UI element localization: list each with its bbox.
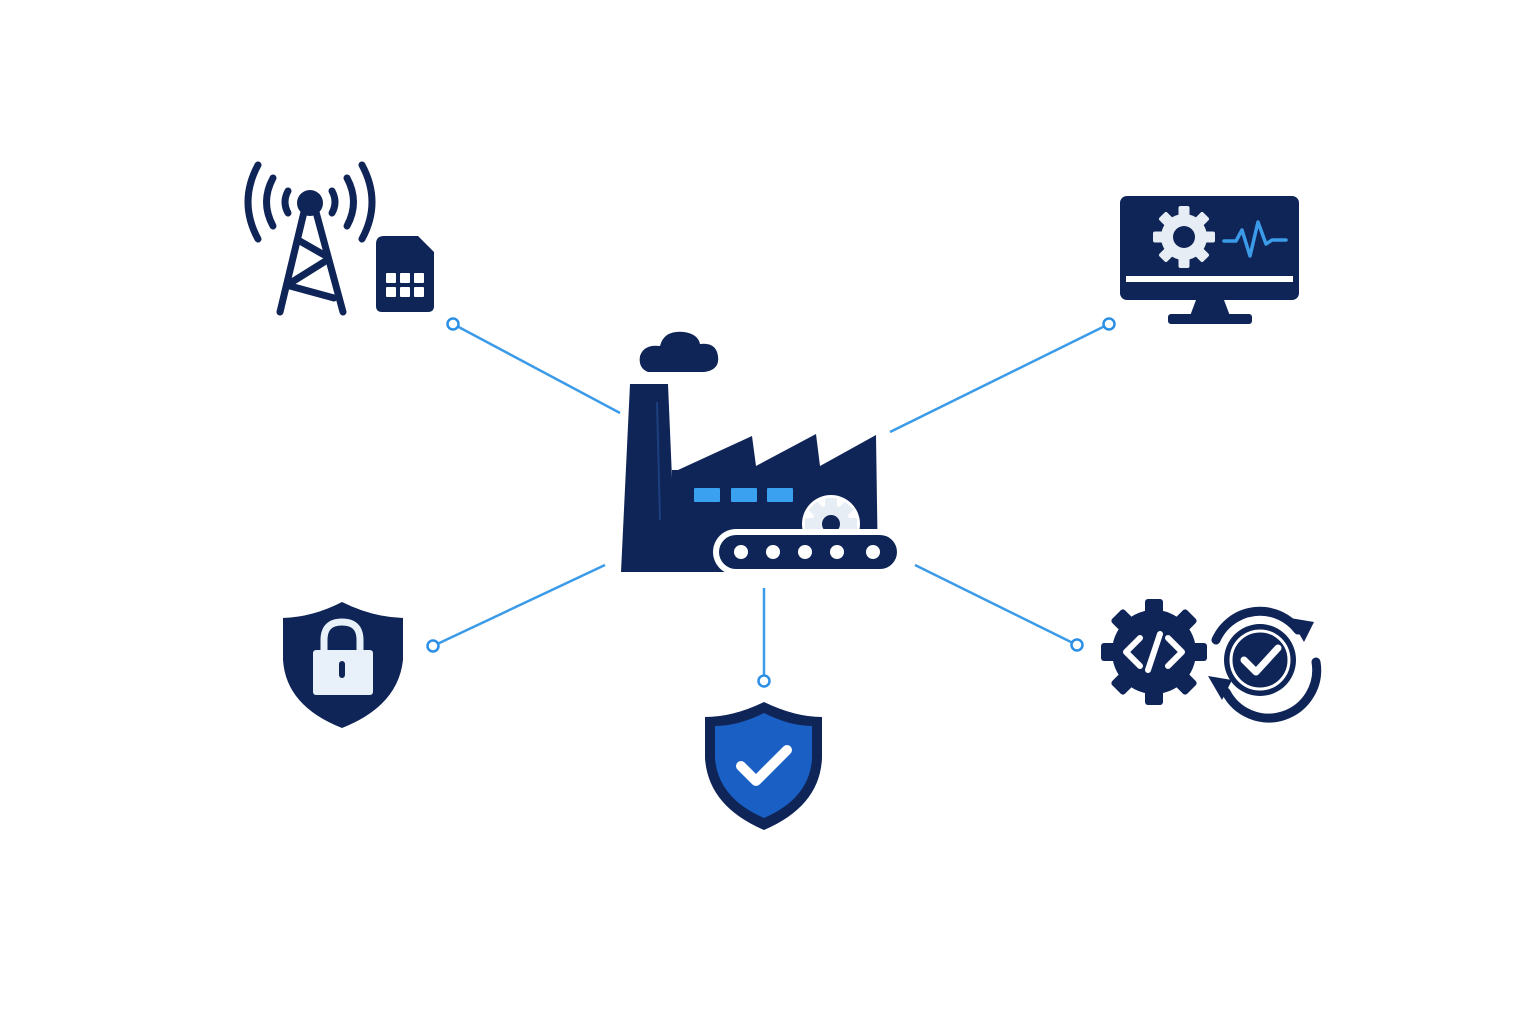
shield-inner <box>715 713 812 818</box>
node-connectivity <box>244 161 434 316</box>
monitor-icon <box>1120 196 1299 324</box>
padlock-icon <box>313 618 373 695</box>
cell-tower-icon <box>244 161 376 316</box>
checkmark-icon <box>736 745 792 786</box>
node-access-security <box>283 602 403 728</box>
connector-software-updates <box>914 563 1078 647</box>
node-monitoring <box>1120 196 1299 324</box>
connector-connectivity <box>452 322 621 415</box>
window-lights-icon <box>694 488 793 502</box>
connector-access-security <box>432 563 606 648</box>
smoke-cloud-icon <box>639 331 719 372</box>
factory-icon <box>621 331 903 575</box>
endpoint-access-security <box>426 639 440 653</box>
connector-monitoring <box>889 322 1110 434</box>
conveyor-belt-icon <box>713 529 903 575</box>
endpoint-software-updates <box>1070 638 1084 652</box>
endpoint-compliance <box>757 674 771 688</box>
pulse-wave-icon <box>1222 220 1288 258</box>
connector-endpoints <box>426 317 1116 688</box>
endpoint-connectivity <box>446 317 460 331</box>
endpoint-monitoring <box>1102 317 1116 331</box>
chimney-highlight <box>656 401 661 521</box>
sync-check-icon <box>1208 606 1322 723</box>
sim-card-icon <box>376 236 434 312</box>
node-software-updates <box>1101 599 1322 723</box>
chimney-icon <box>621 384 676 572</box>
code-gear-icon <box>1101 599 1207 705</box>
gear-icon <box>1153 206 1215 268</box>
node-compliance <box>705 702 822 830</box>
connectors <box>432 322 1110 681</box>
